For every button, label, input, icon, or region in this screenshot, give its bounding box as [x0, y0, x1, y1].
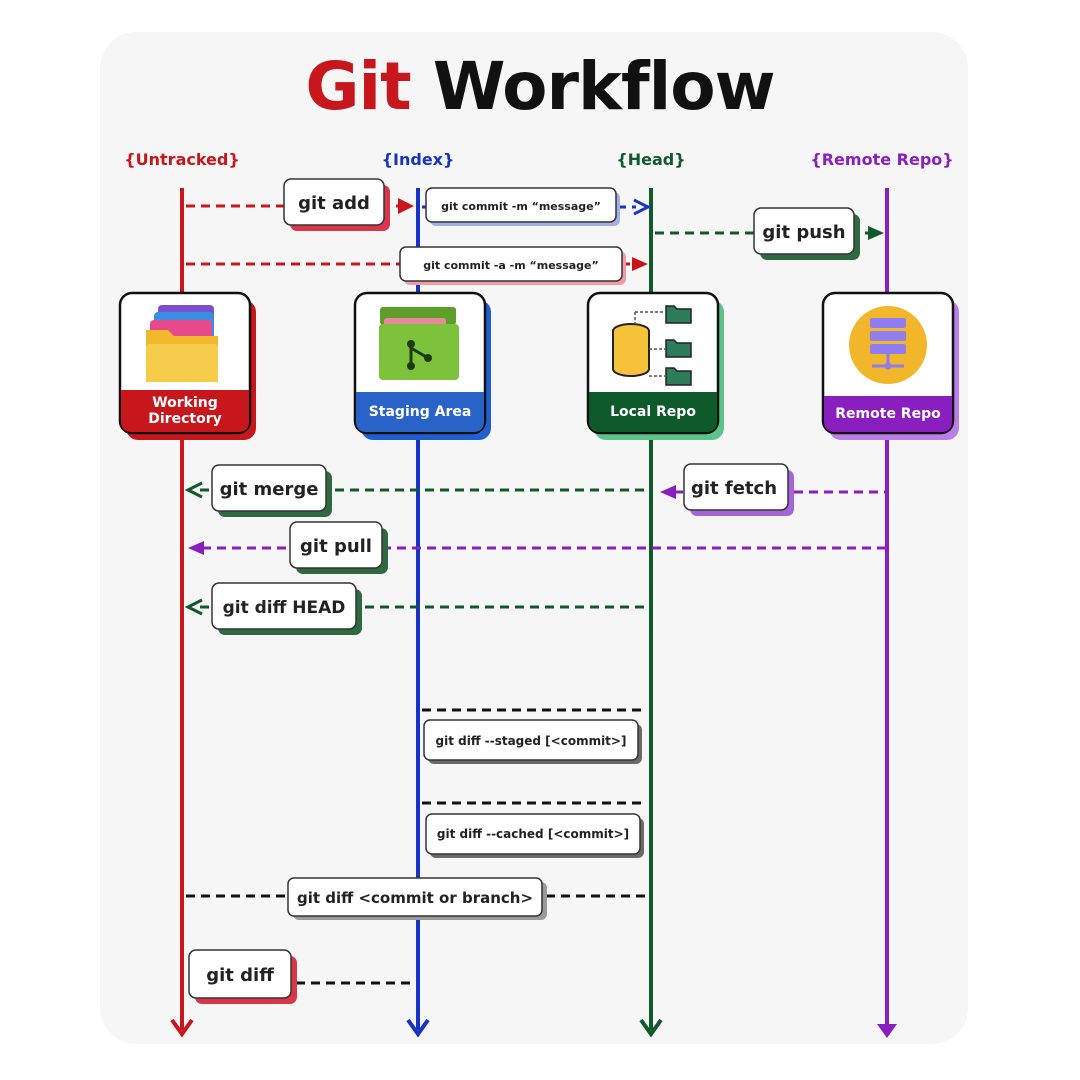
cmd-label-git-add: git add — [298, 193, 370, 214]
cmd-label-git-merge: git merge — [220, 479, 319, 500]
cmd-git-pull: git pull — [289, 521, 388, 574]
cmd-git-add: git add — [283, 178, 390, 231]
folders-icon — [146, 305, 218, 382]
box-label-working-2: Directory — [148, 411, 221, 427]
box-label-working-1: Working — [152, 395, 218, 411]
cmd-git-diff-cached: git diff --cached [<commit>] — [425, 813, 644, 858]
lane-arrow-index — [406, 1018, 430, 1038]
lane-arrow-untracked — [170, 1018, 194, 1038]
box-working-directory: Working Directory — [118, 291, 256, 440]
cmd-git-commit-a: git commit -a -m “message” — [399, 246, 626, 285]
database-icon — [612, 305, 692, 386]
arrowhead-git-merge — [184, 481, 203, 499]
arrowhead-git-fetch — [660, 485, 676, 499]
cmd-label-git-fetch: git fetch — [691, 478, 777, 499]
cmd-label-git-diff-head: git diff HEAD — [223, 598, 346, 618]
title-git: Git — [305, 48, 411, 125]
cmd-git-diff-staged: git diff --staged [<commit>] — [423, 719, 642, 764]
cmd-label-git-diff-commit: git diff <commit or branch> — [297, 889, 533, 907]
title-workflow: Workflow — [432, 48, 776, 125]
cmd-label-git-diff: git diff — [206, 965, 274, 986]
arrowhead-git-add — [398, 198, 414, 214]
server-icon — [849, 306, 927, 384]
cmd-git-push: git push — [753, 207, 860, 260]
cmd-git-merge: git merge — [211, 464, 332, 517]
cmd-label-git-commit: git commit -m “message” — [441, 200, 601, 213]
box-remote-repo: Remote Repo — [821, 291, 959, 440]
cmd-git-diff-commit: git diff <commit or branch> — [287, 877, 547, 920]
arrowhead-git-pull — [188, 541, 204, 555]
box-local-repo: Local Repo — [586, 291, 724, 440]
lane-header-index: {Index} — [382, 150, 455, 169]
cmd-label-git-commit-a: git commit -a -m “message” — [423, 259, 599, 272]
box-label-local-repo: Local Repo — [610, 404, 696, 420]
lane-arrow-remote — [877, 1024, 897, 1038]
cmd-label-git-pull: git pull — [300, 536, 372, 557]
cmd-label-git-diff-cached: git diff --cached [<commit>] — [437, 827, 629, 841]
cmd-git-diff-head: git diff HEAD — [211, 582, 362, 635]
arrowhead-git-commit — [633, 198, 652, 216]
git-folder-icon — [379, 307, 459, 380]
cmd-label-git-push: git push — [762, 222, 845, 243]
lane-arrow-head — [639, 1018, 663, 1038]
box-staging-area: Staging Area — [353, 291, 491, 440]
lane-header-head: {Head} — [616, 150, 685, 169]
diagram-title: Git Workflow — [0, 42, 1080, 132]
lane-header-untracked: {Untracked} — [124, 150, 240, 169]
box-label-remote-repo: Remote Repo — [835, 406, 941, 422]
arrowhead-git-diff-head — [184, 598, 203, 616]
cmd-git-diff: git diff — [188, 949, 297, 1004]
cmd-git-commit: git commit -m “message” — [425, 187, 620, 226]
arrowhead-git-commit-a — [632, 257, 648, 271]
lane-header-remote: {Remote Repo} — [810, 150, 953, 169]
cmd-label-git-diff-staged: git diff --staged [<commit>] — [436, 734, 627, 748]
cmd-git-fetch: git fetch — [683, 463, 794, 516]
arrowhead-git-push — [868, 226, 884, 240]
box-label-staging: Staging Area — [369, 404, 472, 420]
